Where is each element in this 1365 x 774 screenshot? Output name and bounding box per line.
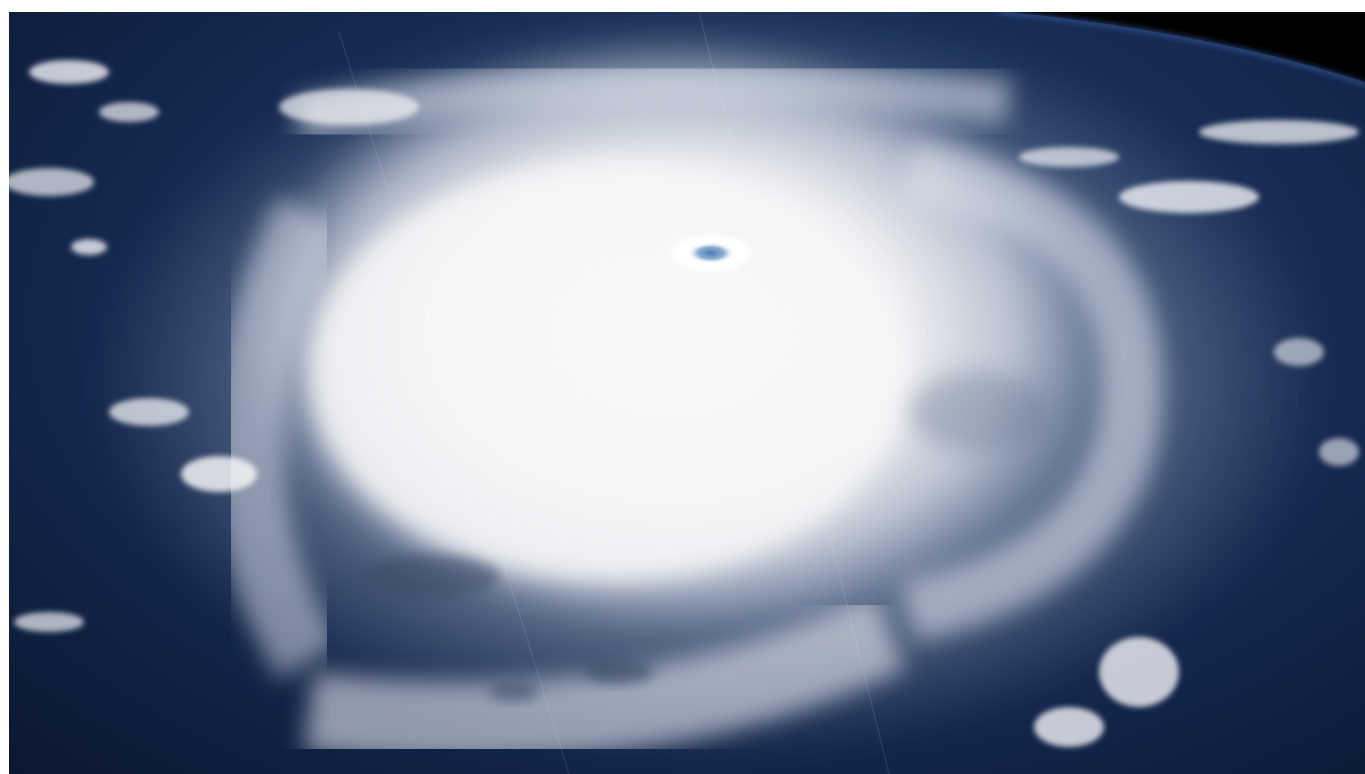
scattered-clouds — [9, 60, 1359, 747]
shadow-gap-4 — [909, 372, 1049, 452]
hurricane-illustration — [9, 12, 1365, 774]
hurricane-photo — [9, 12, 1365, 774]
spiral-band-west — [214, 196, 341, 680]
storm-eye — [687, 242, 735, 264]
spiral-band-south — [304, 595, 906, 762]
horizon-glow — [998, 12, 1365, 86]
spiral-band-east — [902, 142, 1163, 642]
shadow-gap-3 — [489, 682, 539, 702]
shadow-gap-1 — [359, 555, 499, 599]
shadow-gap-2 — [584, 660, 654, 684]
seam-1 — [338, 31, 570, 774]
seam-2 — [698, 12, 890, 774]
space-corner — [1009, 12, 1365, 82]
storm-core-inner — [309, 162, 909, 582]
